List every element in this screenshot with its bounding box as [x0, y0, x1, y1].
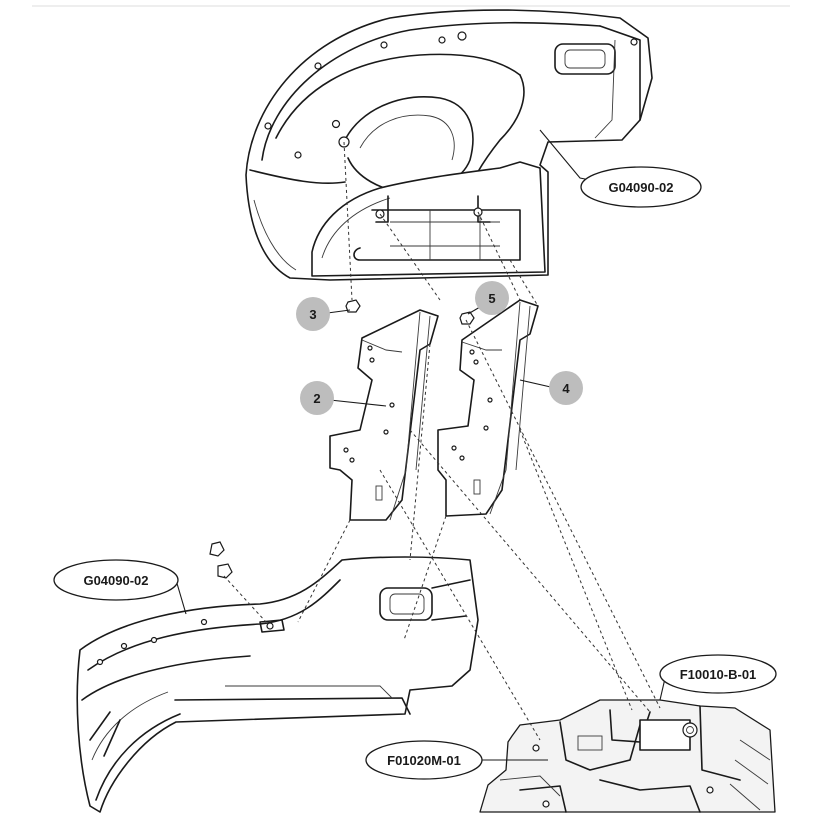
bracket-left — [329, 309, 439, 521]
svg-text:G04090-02: G04090-02 — [83, 573, 148, 588]
svg-text:F10010-B-01: F10010-B-01 — [680, 667, 757, 682]
tag-housing-right: F10010-B-01 — [659, 654, 777, 694]
svg-text:G04090-02: G04090-02 — [608, 180, 673, 195]
upper-fender — [245, 9, 653, 281]
assembly-dashed-lines — [223, 141, 661, 741]
callout-3: 3 — [296, 297, 330, 331]
tag-housing-left: F01020M-01 — [365, 740, 483, 780]
svg-text:5: 5 — [488, 291, 495, 306]
svg-text:3: 3 — [309, 307, 316, 322]
svg-text:2: 2 — [313, 391, 320, 406]
housing-assembly — [479, 699, 776, 813]
callout-4: 4 — [549, 371, 583, 405]
tag-fender-lower: G04090-02 — [53, 559, 179, 601]
bolt-pair — [209, 541, 233, 579]
bracket-right — [437, 299, 539, 517]
callout-5: 5 — [475, 281, 509, 315]
nut-5 — [459, 311, 475, 325]
callout-2: 2 — [300, 381, 334, 415]
nut-3 — [345, 299, 361, 313]
svg-text:4: 4 — [562, 381, 570, 396]
svg-text:F01020M-01: F01020M-01 — [387, 753, 461, 768]
tag-fender-upper: G04090-02 — [580, 166, 702, 208]
